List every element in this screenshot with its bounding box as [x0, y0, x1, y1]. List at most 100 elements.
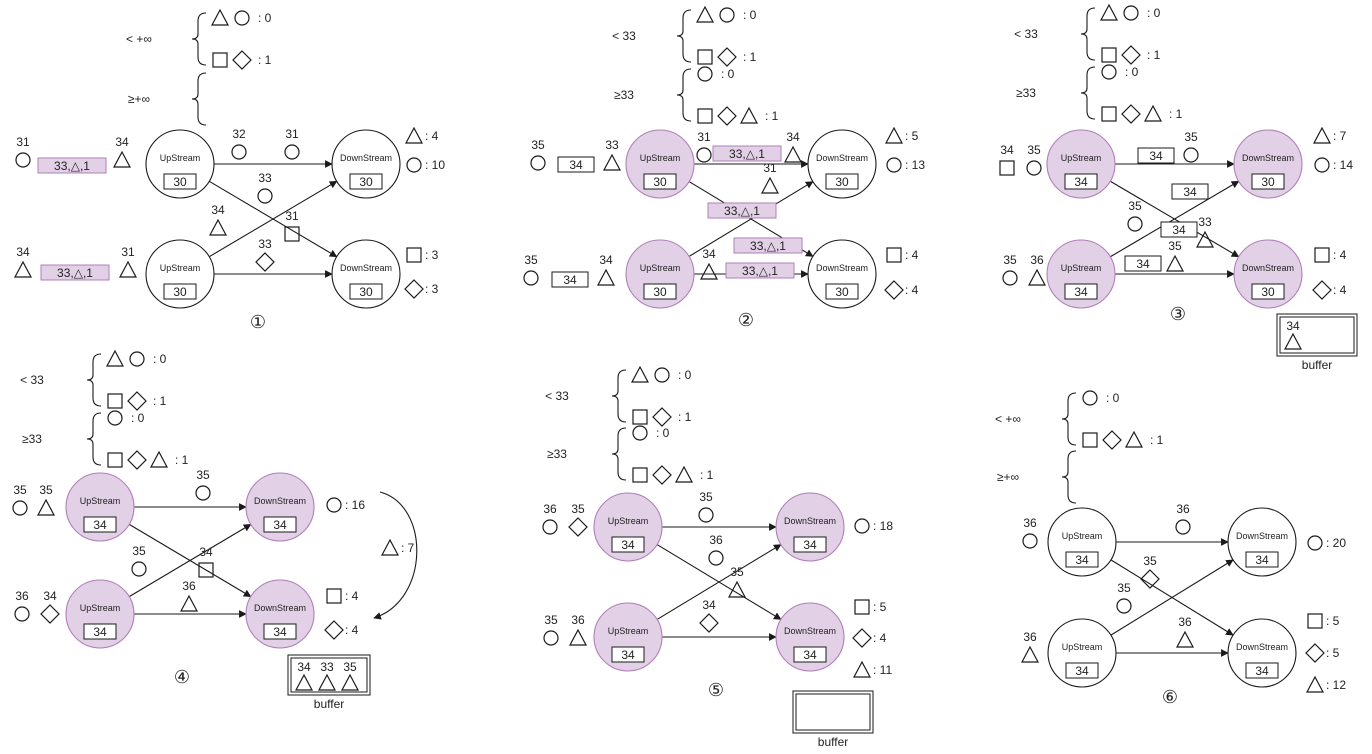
node-value: 34 [93, 518, 107, 532]
circle-icon [696, 147, 712, 163]
node-name: UpStream [640, 263, 681, 273]
triangle-icon [885, 126, 903, 144]
circle-icon [326, 497, 342, 513]
rule-value: : 1 [765, 109, 779, 123]
item-number: 31 [285, 209, 299, 223]
rule-value: : 0 [1125, 65, 1139, 79]
counter-value: : 11 [873, 663, 892, 677]
counter-value: : 3 [425, 248, 439, 262]
triangle-icon [209, 218, 227, 236]
item-number: 35 [531, 138, 545, 152]
circle-icon [1307, 535, 1323, 551]
square-icon [1307, 613, 1323, 629]
square-icon [999, 160, 1015, 176]
circle-icon [886, 157, 902, 173]
circle-icon [1183, 147, 1199, 163]
rule-value: : 0 [153, 352, 167, 366]
item-number: 33 [605, 138, 619, 152]
triangle-icon [1196, 230, 1214, 248]
node-circle [145, 129, 215, 199]
circle-icon [1002, 270, 1018, 286]
edges [656, 523, 782, 641]
brace [1061, 450, 1077, 504]
counters: : 16: 4: 4: 7 [324, 497, 415, 640]
node-name: DownStream [784, 516, 836, 526]
edges [1110, 538, 1234, 657]
counter-value: : 4 [905, 248, 919, 262]
square-icon [406, 247, 422, 263]
triangle-icon [1125, 430, 1143, 448]
node-value: 30 [835, 175, 849, 189]
item-number: 33 [258, 237, 272, 251]
node-circle [65, 579, 135, 649]
edges [128, 503, 252, 618]
circle-icon [1022, 533, 1038, 549]
node-value: 30 [653, 175, 667, 189]
node-name: UpStream [80, 496, 121, 506]
item-number: 34 [702, 598, 716, 612]
rule-value: : 1 [678, 410, 692, 424]
triangle-icon [1166, 254, 1184, 272]
item-number: 31 [697, 130, 711, 144]
triangle-icon [1313, 126, 1331, 144]
node-value: 34 [803, 648, 817, 662]
circle-icon [698, 507, 714, 523]
counter-value: : 20 [1326, 536, 1346, 550]
counter-value: : 14 [1333, 158, 1353, 172]
rule-condition: ≥33 [22, 432, 42, 446]
node-value-box [825, 173, 859, 190]
triangle-icon [1144, 104, 1162, 122]
packet-box [712, 145, 782, 162]
node-value: 34 [273, 518, 287, 532]
rule-condition: ≥+∞ [997, 470, 1019, 484]
node-value: 34 [1255, 553, 1269, 567]
packet-label: 33,△,1 [742, 264, 778, 278]
node-circle [593, 602, 663, 672]
circle-icon [234, 10, 250, 26]
node-circle [245, 579, 315, 649]
triangle-icon [761, 176, 779, 194]
packet-label: 34 [563, 273, 577, 287]
brace [86, 412, 102, 466]
rule-block: < 33: 0: 1≥33: 0: 1 [612, 5, 779, 126]
circle-icon [654, 367, 670, 383]
node-value-box [643, 173, 677, 190]
buffer-frame-outer [287, 654, 371, 696]
item-number: 36 [1023, 516, 1037, 530]
node-value-box [1064, 173, 1098, 190]
square-icon [212, 52, 228, 68]
circle-icon [1123, 5, 1139, 21]
rule-value: : 0 [656, 426, 670, 440]
edges [208, 160, 338, 278]
node-name: UpStream [160, 263, 201, 273]
diamond-icon [1121, 104, 1141, 124]
buffer-label: buffer [314, 697, 344, 711]
counter-value: : 12 [1326, 678, 1346, 692]
edge-arrow [208, 180, 338, 258]
rule-condition: < +∞ [126, 32, 152, 46]
edge-arrow [688, 181, 814, 257]
square-icon [107, 393, 123, 409]
node-circle [1227, 507, 1297, 577]
item-number: 35 [1168, 239, 1182, 253]
buffer-label: buffer [818, 735, 848, 749]
item-number: 35 [196, 468, 210, 482]
node-circle [1227, 618, 1297, 688]
triangle-icon [1284, 332, 1302, 350]
circle-icon [1314, 157, 1330, 173]
counter-value: : 18 [873, 519, 893, 533]
panel-1: < +∞: 0: 1≥+∞UpStream30UpStream30DownStr… [14, 8, 445, 332]
node-value: 30 [653, 285, 667, 299]
node-value-box [793, 646, 827, 663]
circle-icon [697, 66, 713, 82]
node-name: UpStream [1061, 263, 1102, 273]
circle-icon [284, 144, 300, 160]
rule-condition: ≥33 [547, 447, 567, 461]
triangle-icon [569, 628, 587, 646]
